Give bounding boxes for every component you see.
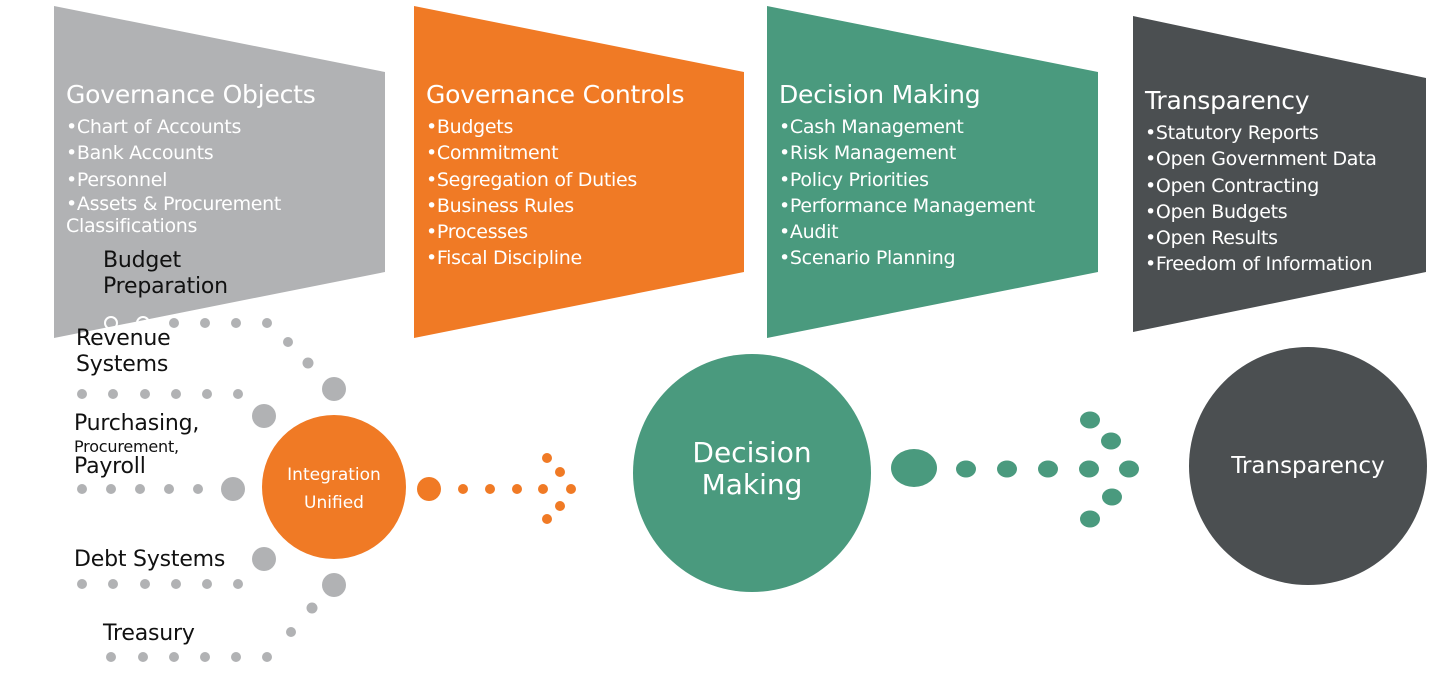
integration-circle — [262, 415, 406, 559]
list-item: •Assets & Procurement Classifications — [66, 192, 282, 237]
list-item: •Open Budgets — [1145, 200, 1288, 223]
governance-objects-panel — [54, 6, 385, 338]
list-item-label: Processes — [436, 221, 528, 244]
green-arrow-dots — [891, 411, 1139, 528]
decision-line2: Making — [701, 468, 803, 501]
list-item-label: Risk Management — [789, 142, 957, 165]
list-item-label: Audit — [789, 221, 839, 244]
list-item: •Risk Management — [779, 142, 957, 165]
debt-systems-label: Debt Systems — [74, 547, 226, 572]
list-item: •Chart of Accounts — [66, 116, 242, 138]
transparency-panel — [1133, 16, 1426, 332]
decision-making-circle — [633, 354, 871, 592]
list-item-label: Bank Accounts — [76, 142, 214, 165]
budget-preparation-label: Budget Preparation — [103, 248, 228, 299]
decision-making-title: Decision Making — [779, 80, 981, 109]
decision-making-list: •Cash Management •Risk Management •Polic… — [779, 114, 1035, 272]
list-item-label: Policy Priorities — [789, 168, 929, 191]
list-item: •Bank Accounts — [66, 142, 214, 165]
list-item: •Freedom of Information — [1145, 253, 1373, 276]
purchasing-line1: Purchasing, — [74, 411, 200, 436]
list-item: •Commitment — [426, 142, 559, 165]
orange-arrow-dots — [417, 453, 576, 524]
decision-line1: Decision — [692, 436, 812, 469]
list-item-label: Commitment — [436, 142, 559, 165]
decision-making-content: Decision Making •Cash Management •Risk M… — [779, 80, 1035, 272]
integration-line1: Integration — [287, 465, 381, 485]
list-item: •Policy Priorities — [779, 168, 929, 191]
governance-objects-content: Governance Objects •Chart of Accounts •B… — [66, 80, 316, 237]
list-item: •Business Rules — [426, 194, 574, 217]
list-item-label: Freedom of Information — [1155, 253, 1373, 276]
transparency-circle-text: Transparency — [1231, 453, 1385, 479]
list-item: •Scenario Planning — [779, 247, 956, 270]
list-item-label: Segregation of Duties — [436, 168, 637, 191]
procurement-line2: Procurement, — [74, 437, 179, 456]
list-item-label: Personnel — [76, 168, 168, 191]
list-item-label: Open Contracting — [1155, 174, 1320, 197]
list-item-label: Open Budgets — [1155, 200, 1288, 223]
list-item-label: Cash Management — [789, 116, 964, 138]
governance-controls-title: Governance Controls — [426, 80, 685, 109]
list-item: •Audit — [779, 221, 839, 244]
list-item-label: Statutory Reports — [1155, 122, 1319, 144]
list-item: •Processes — [426, 221, 528, 244]
list-item: •Budgets — [426, 116, 514, 138]
transparency-content: Transparency •Statutory Reports •Open Go… — [1145, 86, 1377, 278]
governance-controls-panel — [414, 6, 744, 338]
governance-controls-list: •Budgets •Commitment •Segregation of Dut… — [426, 114, 684, 272]
transparency-title: Transparency — [1145, 86, 1310, 115]
list-item: •Cash Management — [779, 116, 964, 138]
purchasing-label: Purchasing, Procurement, Payroll — [74, 411, 199, 478]
list-item-label: Scenario Planning — [789, 247, 956, 270]
governance-objects-title: Governance Objects — [66, 80, 316, 109]
list-item-label: Business Rules — [436, 194, 574, 217]
list-item-label: Chart of Accounts — [76, 116, 242, 138]
governance-objects-list: •Chart of Accounts •Bank Accounts •Perso… — [66, 114, 316, 237]
list-item-label: Budgets — [436, 116, 514, 138]
transparency-list: •Statutory Reports •Open Government Data… — [1145, 120, 1377, 278]
decision-circle-text: Decision Making — [633, 437, 871, 501]
list-item-label: Performance Management — [789, 194, 1035, 217]
list-item: •Open Contracting — [1145, 174, 1320, 197]
source-dots — [77, 316, 346, 662]
revenue-systems-label: Revenue Systems — [76, 326, 171, 377]
list-item: •Segregation of Duties — [426, 168, 637, 191]
list-item: •Personnel — [66, 168, 168, 191]
integration-line2: Unified — [304, 493, 364, 513]
list-item-label: Assets & Procurement Classifications — [66, 192, 282, 237]
decision-making-panel — [767, 6, 1098, 338]
treasury-label: Treasury — [103, 621, 195, 646]
transparency-circle — [1189, 347, 1427, 585]
governance-controls-content: Governance Controls •Budgets •Commitment… — [426, 80, 685, 272]
list-item: •Open Results — [1145, 227, 1278, 250]
list-item: •Performance Management — [779, 194, 1035, 217]
integration-circle-text: Integration Unified — [262, 461, 406, 517]
payroll-line3: Payroll — [74, 454, 146, 479]
list-item: •Open Government Data — [1145, 148, 1377, 171]
list-item: •Fiscal Discipline — [426, 247, 582, 270]
list-item: •Statutory Reports — [1145, 122, 1319, 144]
list-item-label: Open Government Data — [1155, 148, 1377, 171]
list-item-label: Open Results — [1155, 227, 1278, 250]
list-item-label: Fiscal Discipline — [436, 247, 582, 270]
